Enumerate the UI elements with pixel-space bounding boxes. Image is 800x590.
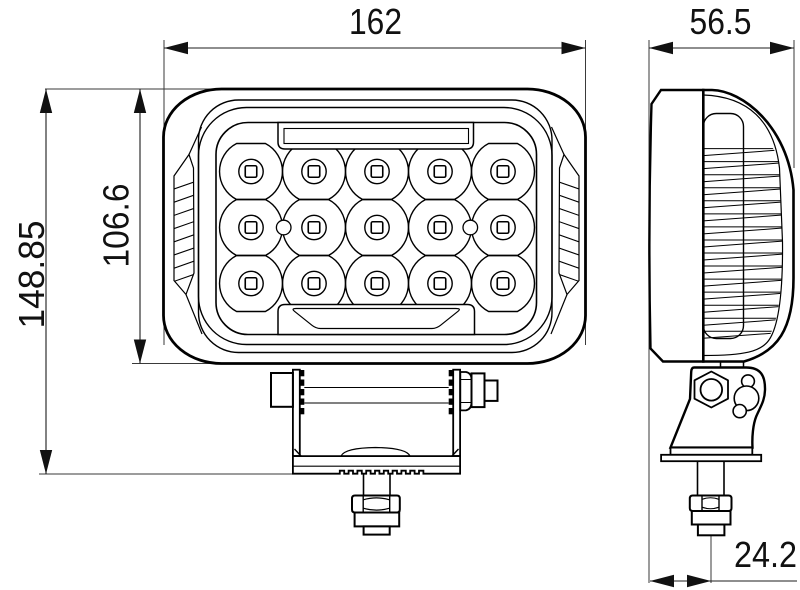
svg-text:106.6: 106.6	[96, 184, 137, 268]
svg-text:24.2: 24.2	[734, 534, 797, 575]
svg-text:148.85: 148.85	[11, 221, 52, 329]
svg-text:56.5: 56.5	[690, 1, 752, 42]
svg-text:162: 162	[349, 1, 402, 42]
